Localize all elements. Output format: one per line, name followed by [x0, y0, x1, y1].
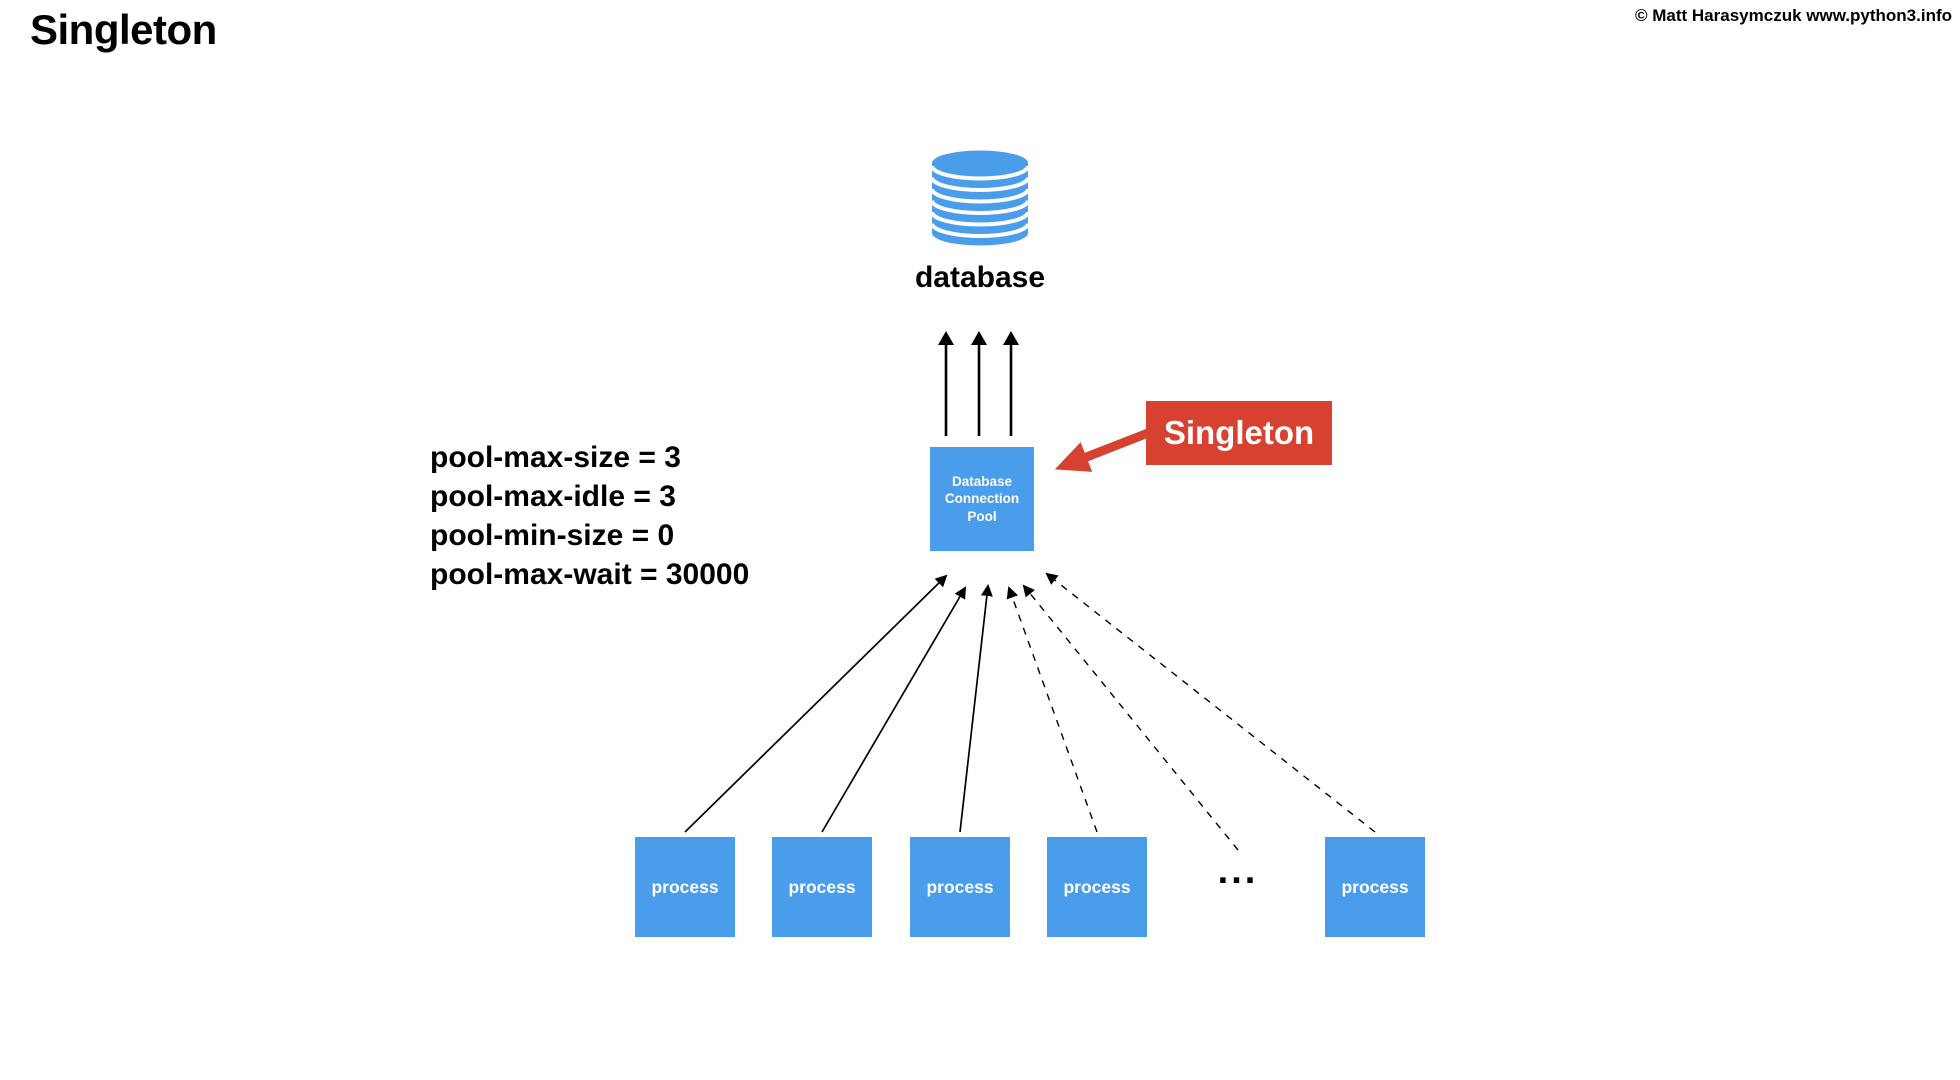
process-to-pool-arrows-solid — [684, 574, 993, 833]
process-node: process — [910, 837, 1010, 937]
singleton-callout: Singleton — [1146, 401, 1332, 465]
database-cylinder-icon — [930, 150, 1030, 246]
pool-label-line: Connection — [944, 491, 1020, 507]
param-line: pool-max-size = 3 — [430, 441, 681, 474]
more-processes-ellipsis: ... — [1217, 850, 1259, 892]
pool-to-database-arrows — [938, 331, 1019, 436]
process-node: process — [1047, 837, 1147, 937]
singleton-callout-label: Singleton — [1163, 414, 1315, 451]
copyright-text: © Matt Harasymczuk www.python3.info — [1635, 6, 1952, 25]
param-line: pool-max-idle = 3 — [430, 480, 676, 513]
database-node: database — [880, 150, 1080, 295]
param-line: pool-min-size = 0 — [430, 519, 675, 552]
pool-label-line: Database — [951, 474, 1013, 490]
process-to-pool-arrows-dashed — [1006, 572, 1376, 851]
singleton-pointer-arrow — [1054, 428, 1150, 472]
connection-pool-node: Database Connection Pool — [930, 447, 1034, 551]
pool-label-line: Pool — [967, 508, 997, 524]
process-node: process — [1325, 837, 1425, 937]
pool-parameters: pool-max-size = 3 pool-max-idle = 3 pool… — [430, 438, 749, 594]
param-line: pool-max-wait = 30000 — [430, 558, 750, 591]
process-node: process — [772, 837, 872, 937]
process-node: process — [635, 837, 735, 937]
database-label: database — [914, 261, 1046, 294]
page-title: Singleton — [30, 6, 217, 53]
